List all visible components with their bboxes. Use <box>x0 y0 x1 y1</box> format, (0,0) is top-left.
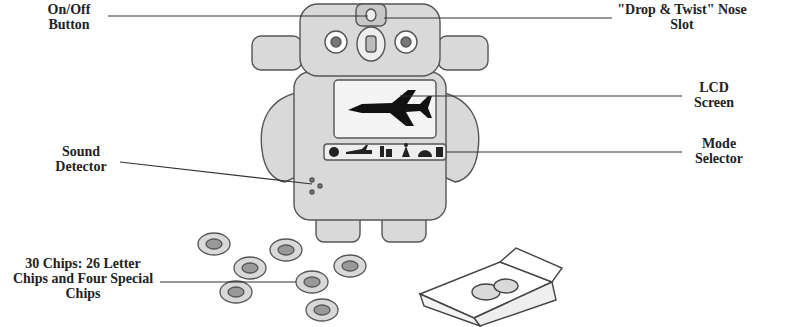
part-label: Sound Detector <box>44 144 118 174</box>
leader-lines <box>108 16 682 282</box>
part-label: "Drop & Twist" Nose Slot <box>612 2 752 32</box>
sound-detector <box>318 184 322 188</box>
part-label: On/Off Button <box>32 2 106 32</box>
mode-selector <box>324 144 446 160</box>
robot-pupil <box>401 37 411 47</box>
robot-eye <box>395 31 417 53</box>
letter-chips <box>198 233 366 321</box>
part-label: 30 Chips: 26 Letter Chips and Four Speci… <box>8 256 158 301</box>
robot-ear <box>252 36 302 70</box>
mode-icons <box>329 143 443 157</box>
robot-pupil <box>331 37 341 47</box>
robot-body <box>294 72 446 220</box>
on-off-button <box>366 9 376 21</box>
sound-detector <box>310 178 314 182</box>
sound-detector <box>310 190 314 194</box>
nose-slot-opening <box>366 36 376 52</box>
robot-ear <box>438 36 488 70</box>
part-label: LCD Screen <box>682 80 746 110</box>
lcd-screen <box>334 80 436 138</box>
robot-nose <box>357 27 385 61</box>
part-label: Mode Selector <box>682 136 756 166</box>
chip-box <box>420 248 562 326</box>
robot-head <box>300 4 440 76</box>
nose-slot <box>356 4 386 26</box>
robot-eye <box>325 31 347 53</box>
